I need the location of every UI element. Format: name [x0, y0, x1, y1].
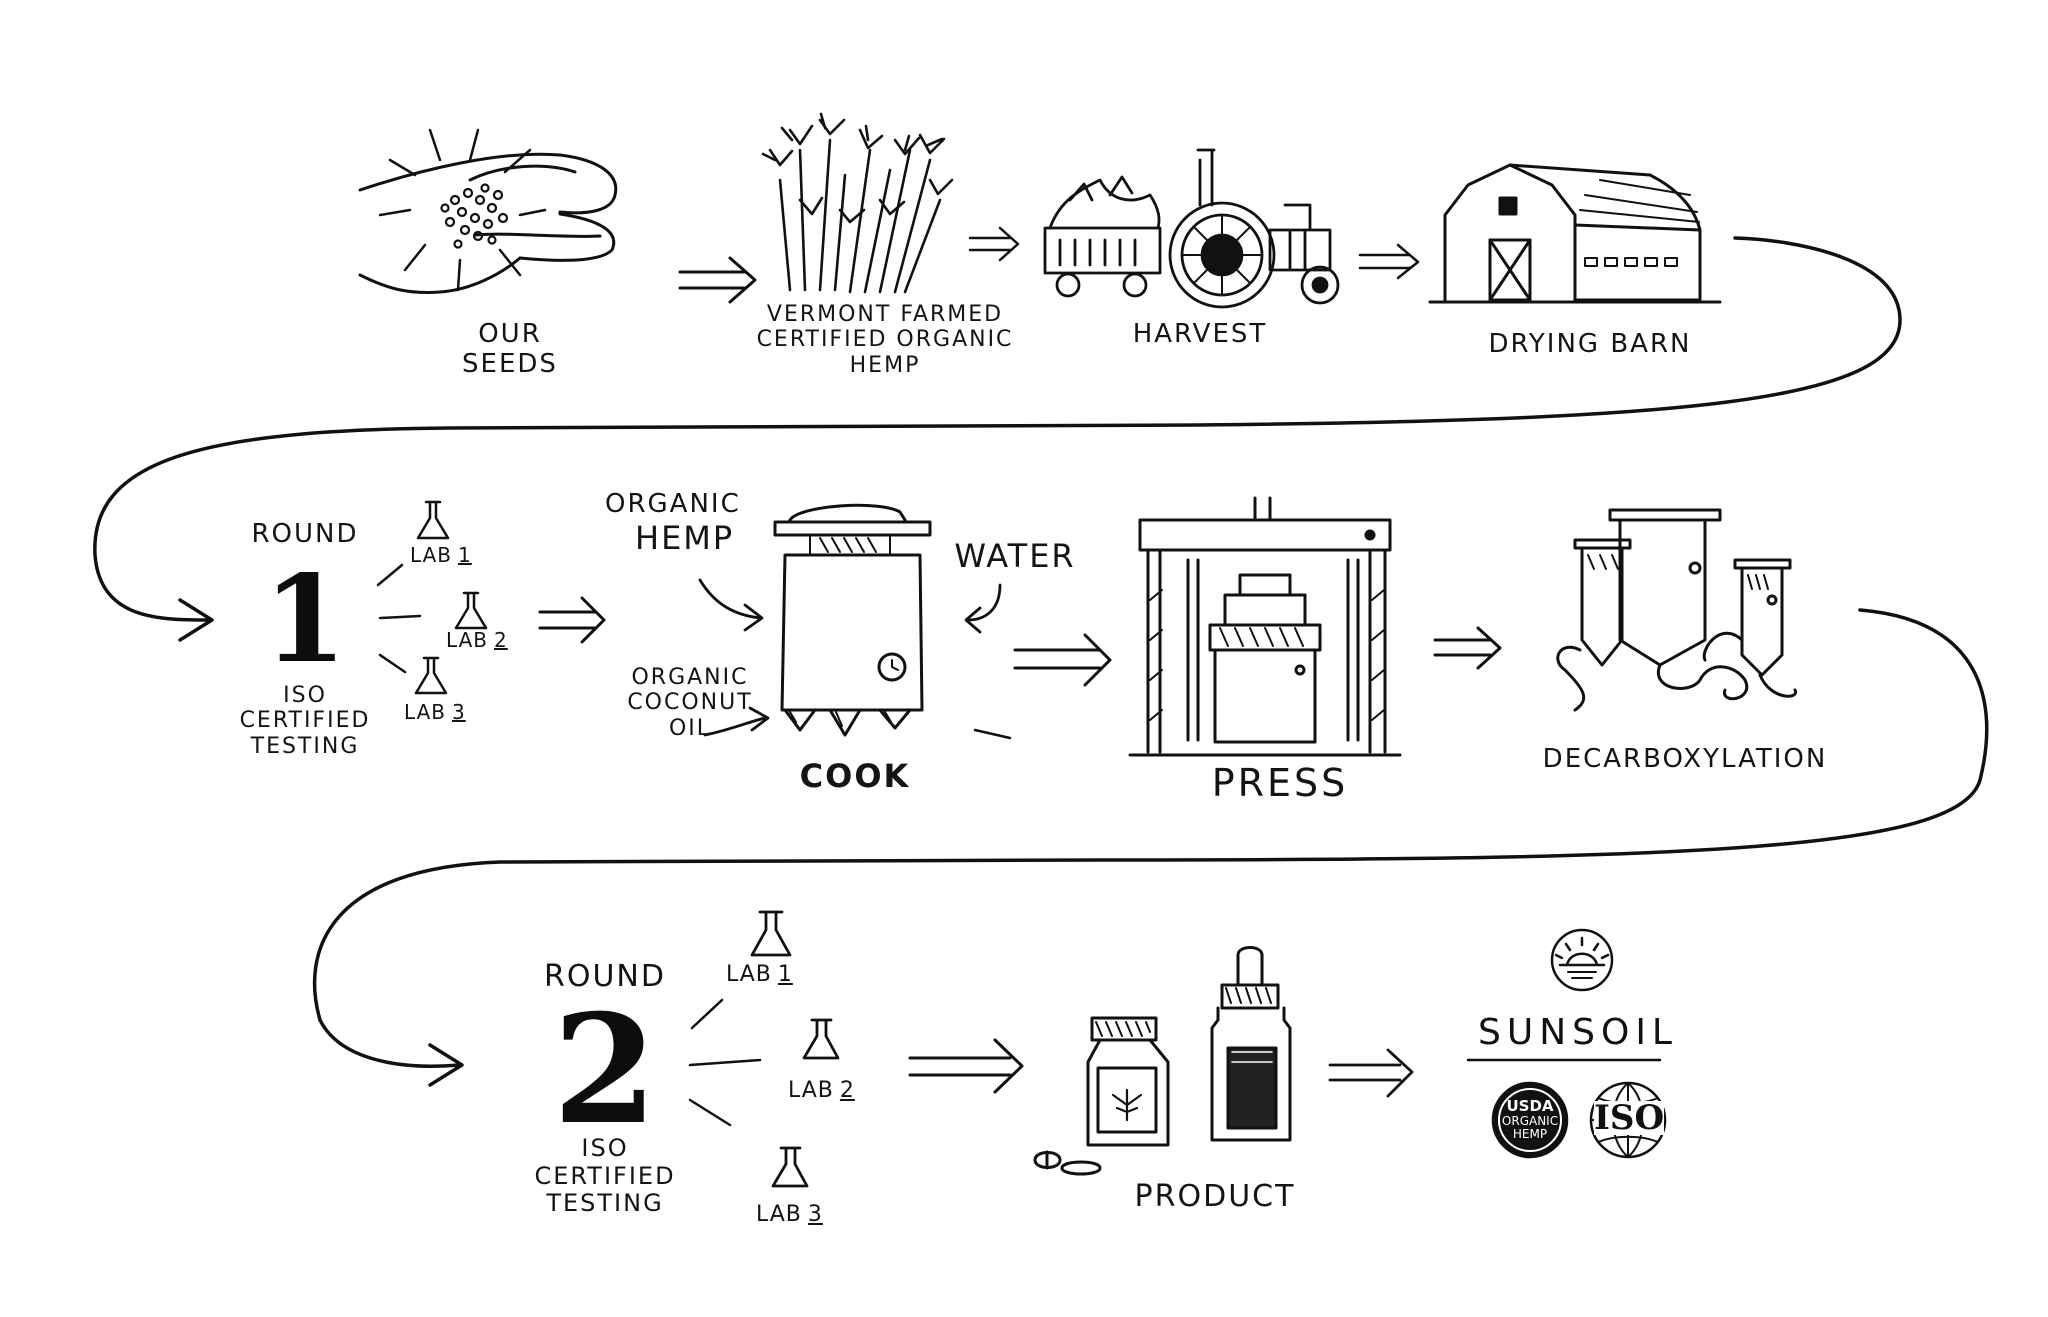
round1-number: 1 — [263, 549, 347, 690]
sunsoil-logo — [1466, 928, 1667, 1159]
round1-lab-1-text: LAB — [410, 543, 453, 567]
seeds-label-line2: SEEDS — [462, 348, 558, 379]
arrow-press-to-decarb — [1433, 626, 1502, 670]
iso-badge: ISO — [1594, 1098, 1665, 1138]
cook-input-hemp-line1: ORGANIC — [605, 489, 741, 519]
cook-label: COOK — [799, 757, 911, 795]
flow-path-1-arrowhead — [178, 598, 214, 642]
product-label: PRODUCT — [1134, 1179, 1296, 1214]
hemp-plants-icon — [761, 112, 954, 294]
round2-lab-3-num: 3 — [807, 1202, 823, 1227]
round1-caption-line2: CERTIFIED — [239, 708, 371, 734]
round2-lab-2-text: LAB — [788, 1078, 834, 1103]
cook-input-water: WATER — [954, 537, 1076, 575]
cook-input-oil-line1: ORGANIC — [631, 665, 749, 690]
round2-lab-1-text: LAB — [726, 962, 772, 987]
hemp-label-line1: VERMONT FARMED — [766, 302, 1004, 327]
flow-path-2-arrowhead — [428, 1043, 464, 1087]
round2-connectors — [688, 998, 762, 1127]
cook-input-oil-line3: OIL — [668, 715, 712, 741]
cook-input-hemp: ORGANIC HEMP — [605, 489, 741, 557]
barn-icon — [1428, 163, 1722, 304]
round1-lab-3-text: LAB — [404, 700, 447, 724]
round1-title: ROUND — [251, 519, 359, 549]
round1-lab-1-num: 1 — [458, 543, 472, 567]
usda-seal-line1: USDA — [1506, 1097, 1554, 1115]
harvest-label: HARVEST — [1132, 319, 1268, 349]
seeds-label-line1: OUR — [478, 319, 542, 349]
arrow-seeds-to-hemp — [678, 256, 757, 304]
cook-input-oil-line2: COCONUT — [627, 690, 753, 716]
round1-caption: ISO CERTIFIED TESTING — [215, 683, 395, 759]
arrow-hemp-to-harvest — [968, 226, 1020, 262]
hemp-label-line2: CERTIFIED ORGANIC — [756, 327, 1014, 353]
cook-vessel-icon — [773, 503, 1012, 740]
round2-caption-line2: CERTIFIED — [534, 1161, 676, 1190]
cook-input-arrows — [698, 578, 1002, 737]
usda-seal-line2: ORGANIC — [1501, 1113, 1559, 1128]
tractor-icon — [1043, 148, 1340, 309]
decarb-label: DECARBOXYLATION — [1542, 744, 1828, 774]
round2-lab-1-num: 1 — [777, 962, 793, 987]
hemp-label: VERMONT FARMED CERTIFIED ORGANIC HEMP — [755, 302, 1015, 378]
arrow-harvest-to-barn — [1358, 243, 1420, 280]
round2-caption-line3: TESTING — [546, 1189, 664, 1218]
round1-lab-2-num: 2 — [494, 628, 508, 652]
cook-input-oil: ORGANIC COCONUT OIL — [610, 665, 770, 741]
round2-title: ROUND — [544, 959, 666, 994]
usda-seal: USDA ORGANIC HEMP — [1493, 1098, 1567, 1141]
arrow-round1-to-cook — [538, 596, 606, 644]
decarb-tanks-icon — [1556, 508, 1797, 712]
press-label: PRESS — [1211, 761, 1349, 805]
round2-lab-3-text: LAB — [756, 1202, 802, 1227]
seeds-label: OUR SEEDS — [450, 319, 570, 380]
round1-caption-line1: ISO — [283, 683, 327, 708]
press-icon — [1128, 496, 1402, 757]
round1-lab-3-num: 3 — [452, 700, 466, 724]
round1-lab-2-text: LAB — [446, 628, 489, 652]
arrow-round2-to-product — [908, 1038, 1024, 1094]
round1-caption-line3: TESTING — [250, 733, 360, 759]
round2-flasks — [750, 910, 840, 1188]
round2-caption: ISO CERTIFIED TESTING — [510, 1134, 700, 1218]
round2-caption-line1: ISO — [581, 1134, 629, 1162]
hemp-label-line3: HEMP — [849, 352, 921, 378]
flow-path-2 — [312, 608, 1989, 1068]
round2-lab-2-num: 2 — [839, 1078, 855, 1103]
usda-seal-line3: HEMP — [1512, 1126, 1548, 1141]
round2-number: 2 — [552, 982, 658, 1158]
arrow-cook-to-press — [1013, 633, 1112, 687]
product-bottles-icon — [1033, 946, 1292, 1176]
flow-path-1 — [93, 236, 1902, 622]
brand-name: SUNSOIL — [1478, 1012, 1678, 1053]
barn-label: DRYING BARN — [1488, 329, 1692, 359]
round1-flasks — [414, 500, 488, 695]
arrow-product-to-brand — [1328, 1048, 1414, 1098]
round1-connectors — [376, 563, 422, 674]
cook-input-hemp-line2: HEMP — [635, 518, 735, 557]
seeds-hand-icon — [358, 128, 618, 294]
